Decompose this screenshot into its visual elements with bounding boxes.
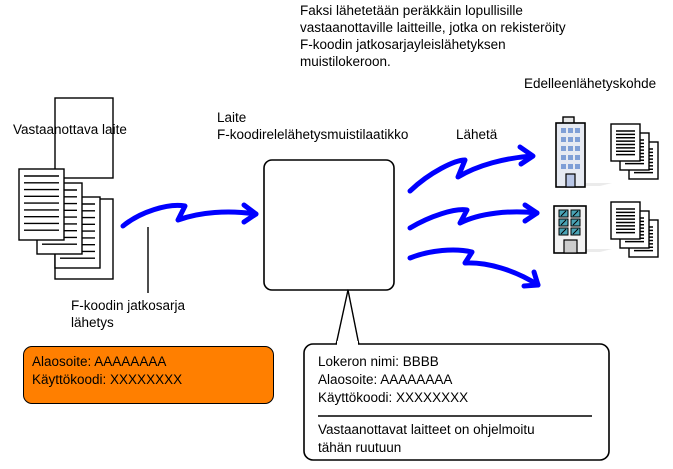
- sender-settings-box: Alaosoite: AAAAAAAA Käyttökoodi: XXXXXXX…: [23, 346, 274, 404]
- send-arrow-2-head: [522, 202, 540, 224]
- passcode-line: Käyttökoodi: XXXXXXXX: [32, 372, 183, 387]
- device-label: Laite F-koodirelelähetysmuistilaatikko: [217, 109, 408, 143]
- callout-note: Vastaanottavat laitteet on ohjelmoitu tä…: [318, 421, 535, 457]
- send-label: Lähetä: [456, 127, 498, 142]
- device-label-line: F-koodirelelähetysmuistilaatikko: [217, 127, 409, 142]
- relay-label-line: F-koodin jatkosarja: [71, 298, 186, 313]
- sub-address-line: Alaosoite: AAAAAAAA: [32, 354, 167, 369]
- relay-broadcast-label: F-koodin jatkosarja lähetys: [71, 297, 185, 331]
- incoming-fax-arrowhead: [241, 202, 259, 225]
- relay-label-line: lähetys: [71, 315, 114, 330]
- destination-1-documents-icon: [610, 123, 659, 180]
- building-short-icon: [553, 205, 612, 254]
- incoming-fax-arrow: [120, 202, 259, 229]
- send-arrow-1: [407, 153, 535, 194]
- sub-address-line: Alaosoite: AAAAAAAA: [318, 372, 453, 387]
- send-arrow-3-head: [521, 269, 541, 289]
- send-arrow-1-head: [517, 144, 536, 167]
- mailbox-settings-text: Lokeron nimi: BBBB Alaosoite: AAAAAAAA K…: [318, 353, 468, 407]
- description-line: muistilokeroon.: [300, 54, 391, 69]
- destination-label: Edelleenlähetyskohde: [524, 76, 657, 91]
- description-text: Faksi lähetetään peräkkäin lopullisille …: [300, 2, 566, 70]
- building-tall-icon: [555, 116, 612, 188]
- description-line: vastaanottaville laitteille, jotka on re…: [300, 20, 566, 35]
- receiving-device-label: Vastaanottava laite: [13, 122, 127, 137]
- callout-box: [303, 343, 610, 461]
- description-line: F-koodin jatkosarjayleislähetyksen: [300, 37, 506, 52]
- destination-2-documents-icon: [610, 201, 659, 258]
- document-page: [18, 168, 65, 241]
- note-line: Vastaanottavat laitteet on ohjelmoitu: [318, 422, 535, 437]
- passcode-line: Käyttökoodi: XXXXXXXX: [318, 390, 469, 405]
- receiving-device-documents-icon: [18, 168, 101, 269]
- box-name-line: Lokeron nimi: BBBB: [318, 354, 439, 369]
- send-arrow-3: [407, 247, 541, 288]
- send-arrow-2: [407, 207, 540, 231]
- mailbox-box: [263, 159, 395, 291]
- device-label-line: Laite: [217, 110, 247, 125]
- document-page: [610, 123, 641, 162]
- description-line: Faksi lähetetään peräkkäin lopullisille: [300, 3, 523, 18]
- note-line: tähän ruutuun: [318, 440, 402, 455]
- callout-pointer: [335, 289, 360, 346]
- document-page: [610, 201, 641, 240]
